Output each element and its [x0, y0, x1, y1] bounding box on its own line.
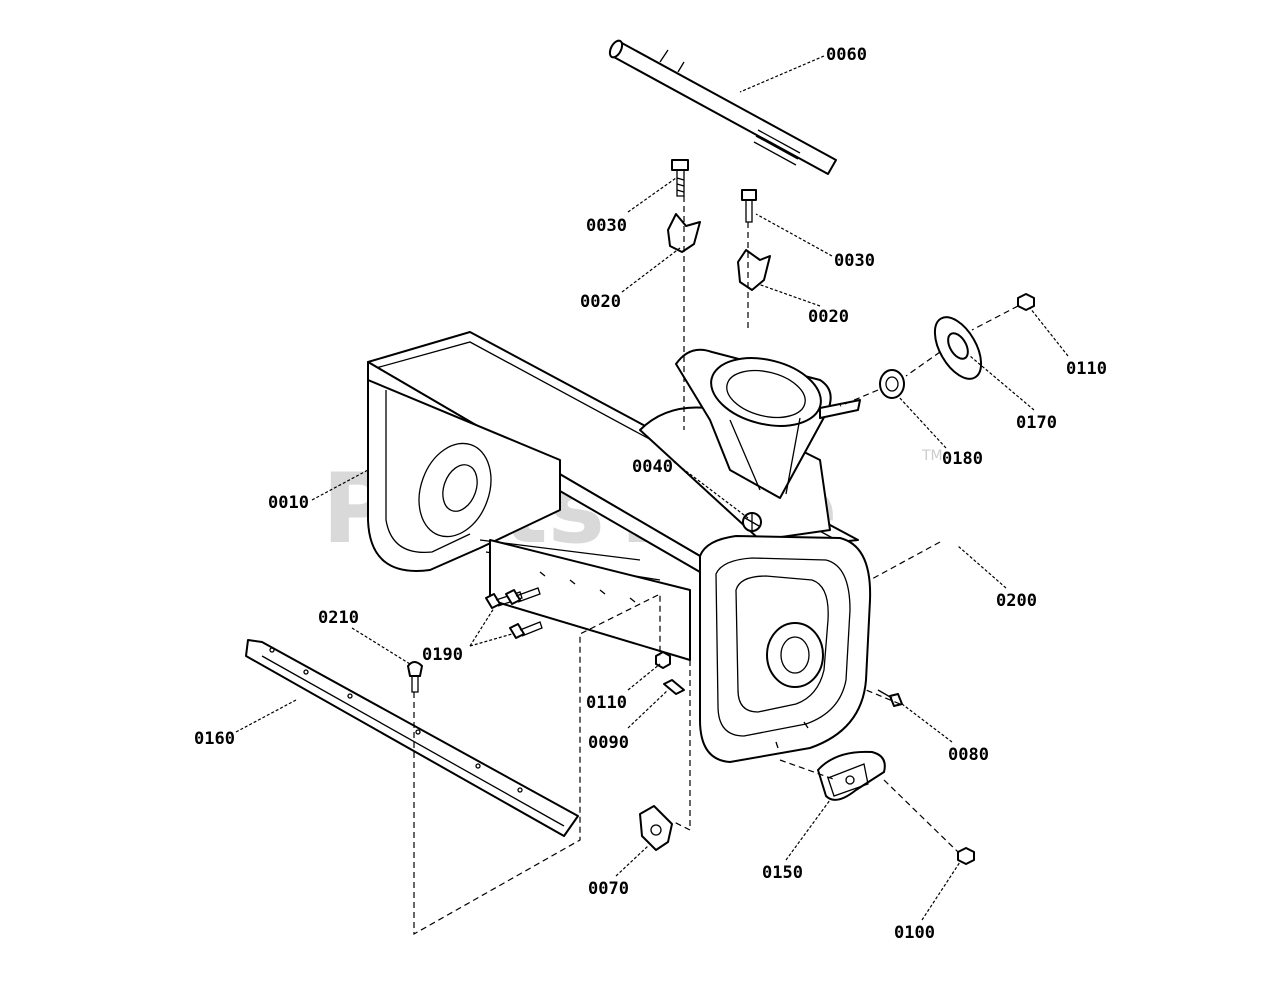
- label-0180: 0180: [942, 449, 983, 469]
- label-0030-right: 0030: [834, 251, 875, 271]
- auger-housing: [367, 331, 872, 763]
- chute-adapter: [675, 348, 861, 532]
- leader-lines: [235, 55, 1069, 921]
- label-0080: 0080: [948, 745, 989, 765]
- label-0020-right: 0020: [808, 307, 849, 327]
- label-0150: 0150: [762, 863, 803, 883]
- label-0070: 0070: [588, 879, 629, 899]
- bolt-right: [741, 189, 757, 223]
- assembly-lines: [413, 196, 1019, 936]
- label-0020-left: 0020: [580, 292, 621, 312]
- nut-lower: [655, 651, 671, 669]
- label-0100: 0100: [894, 923, 935, 943]
- label-0160: 0160: [194, 729, 235, 749]
- shave-plate: [245, 639, 579, 837]
- label-0210: 0210: [318, 608, 359, 628]
- label-0200: 0200: [996, 591, 1037, 611]
- nut-0100: [957, 847, 975, 865]
- bracket-left: [667, 213, 701, 253]
- bolt-0210: [407, 661, 423, 693]
- label-0010: 0010: [268, 493, 309, 513]
- skid-shoe: [817, 750, 886, 801]
- label-0060: 0060: [826, 45, 867, 65]
- auger-shaft: [608, 39, 837, 175]
- label-0030-left: 0030: [586, 216, 627, 236]
- part-labels: 0060 0030 0030 0020 0020 0110 0170 0180 …: [194, 45, 1107, 943]
- bearing: [879, 369, 905, 399]
- label-0170: 0170: [1016, 413, 1057, 433]
- carriage-bolts: [485, 587, 543, 639]
- bearing-flange: [933, 316, 983, 380]
- bracket-right: [737, 249, 771, 291]
- label-0190: 0190: [422, 645, 463, 665]
- label-0090: 0090: [588, 733, 629, 753]
- label-0110-lower: 0110: [586, 693, 627, 713]
- screw-0090: [663, 679, 685, 695]
- bolt-left: [671, 159, 689, 197]
- nut-top: [1017, 293, 1035, 311]
- watermark-trademark: TM: [921, 448, 943, 464]
- label-0040: 0040: [632, 457, 673, 477]
- skid-0070: [639, 805, 673, 851]
- label-0110-top: 0110: [1066, 359, 1107, 379]
